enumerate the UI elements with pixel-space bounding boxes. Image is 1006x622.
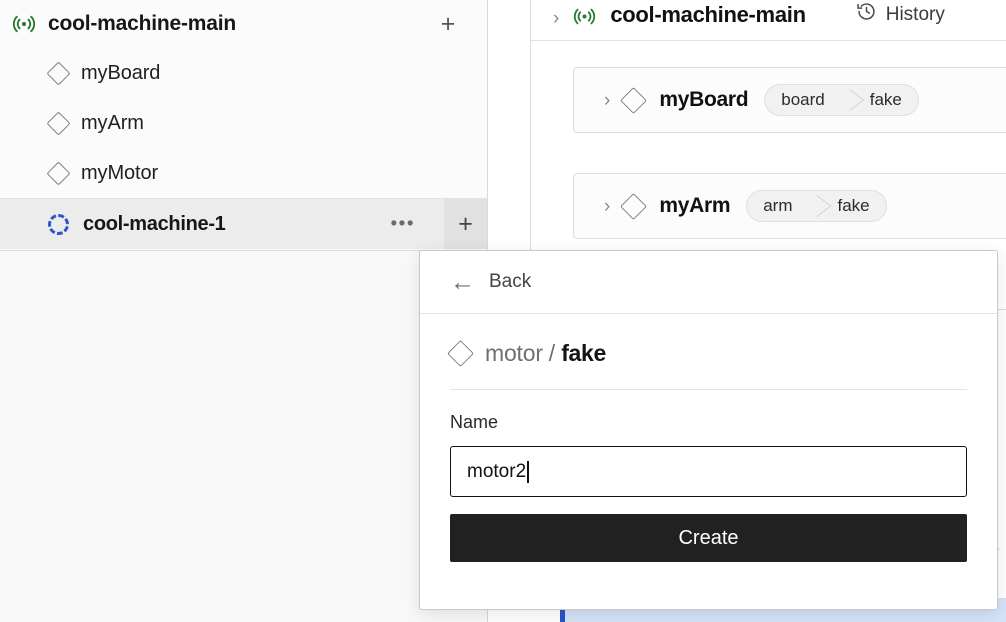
part-name: myBoard xyxy=(659,88,749,111)
machine-card: › cool-machine-main xyxy=(530,0,1006,310)
diamond-icon xyxy=(447,340,474,367)
diamond-icon xyxy=(620,86,648,114)
modal-title-separator: / xyxy=(548,340,556,366)
pill-separator-icon xyxy=(841,85,854,115)
sidebar-add-root-button[interactable]: + xyxy=(440,9,456,38)
part-model: fake xyxy=(869,90,902,109)
history-button[interactable]: History xyxy=(856,1,945,28)
diamond-icon xyxy=(620,192,648,220)
sidebar-item-cool-machine-1[interactable]: cool-machine-1 ••• + xyxy=(0,198,487,249)
part-card-myboard[interactable]: › myBoard board fake xyxy=(573,67,1006,133)
modal-part-model: fake xyxy=(561,340,607,366)
sidebar-item-myarm[interactable]: myArm xyxy=(0,98,487,148)
setup-alert-text: set up this machine part. xyxy=(716,620,940,622)
part-type-pill: board fake xyxy=(764,84,919,116)
radar-icon xyxy=(573,5,596,28)
text-caret xyxy=(527,460,529,483)
diamond-icon xyxy=(46,60,71,86)
sidebar-root-label: cool-machine-main xyxy=(48,12,236,35)
sidebar-item-label: myBoard xyxy=(81,61,161,84)
main-panel: › cool-machine-main xyxy=(488,0,1006,622)
create-part-modal: ← Back motor / fake Name motor2 Create xyxy=(419,250,998,610)
sidebar-item-myboard[interactable]: myBoard xyxy=(0,48,487,98)
machine-card-header[interactable]: › cool-machine-main xyxy=(531,0,1006,41)
modal-back-button[interactable]: ← Back xyxy=(420,251,997,314)
modal-part-type: motor xyxy=(485,340,543,366)
radar-icon xyxy=(12,12,36,36)
part-type-pill: arm fake xyxy=(746,190,887,222)
sidebar: cool-machine-main + myBoard myArm myMoto… xyxy=(0,0,488,622)
part-model: fake xyxy=(837,196,870,215)
modal-divider xyxy=(450,389,967,390)
pill-separator-icon xyxy=(808,191,821,221)
chevron-right-icon[interactable]: › xyxy=(604,89,611,111)
history-label: History xyxy=(885,3,945,25)
part-type: arm xyxy=(763,196,793,215)
sidebar-machine-menu-button[interactable]: ••• xyxy=(390,213,415,235)
part-card-myarm[interactable]: › myArm arm fake xyxy=(573,173,1006,239)
sidebar-add-part-button[interactable]: + xyxy=(444,199,487,249)
chevron-right-icon[interactable]: › xyxy=(553,8,560,29)
machine-card-title: cool-machine-main xyxy=(610,2,806,27)
arrow-left-icon[interactable]: ← xyxy=(450,267,475,296)
part-name: myArm xyxy=(659,194,731,217)
diamond-icon xyxy=(46,110,71,136)
name-input-value: motor2 xyxy=(467,460,527,482)
diamond-icon xyxy=(46,160,71,186)
name-input[interactable]: motor2 xyxy=(450,446,967,497)
create-button[interactable]: Create xyxy=(450,514,967,562)
sidebar-item-label: myArm xyxy=(81,111,144,134)
modal-title: motor / fake xyxy=(420,314,997,389)
part-type: board xyxy=(781,90,825,109)
modal-back-label: Back xyxy=(489,271,532,292)
sidebar-root-row[interactable]: cool-machine-main + xyxy=(0,0,487,48)
dashed-circle-icon xyxy=(48,213,69,235)
history-clock-icon xyxy=(856,1,877,28)
chevron-right-icon[interactable]: › xyxy=(604,195,611,217)
name-field-label: Name xyxy=(450,412,499,432)
sidebar-item-label: myMotor xyxy=(81,161,159,184)
sidebar-item-mymotor[interactable]: myMotor xyxy=(0,148,487,198)
modal-form: Name motor2 Create xyxy=(420,390,997,562)
sidebar-empty-area xyxy=(0,250,487,622)
sidebar-machine-label: cool-machine-1 xyxy=(83,212,226,235)
